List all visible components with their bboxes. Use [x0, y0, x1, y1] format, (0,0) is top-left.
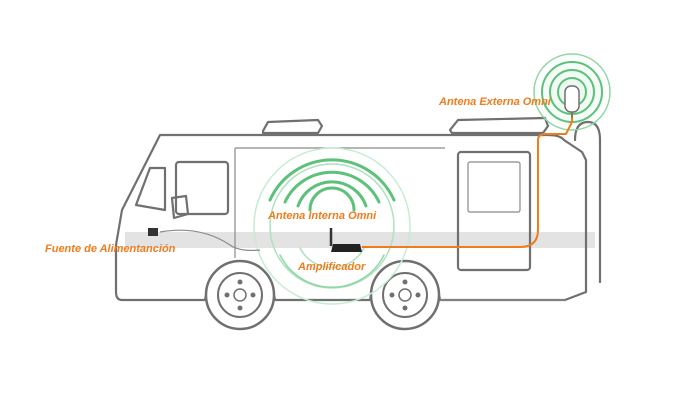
amplifier-label: Amplificador — [297, 261, 366, 273]
amplifier-icon — [331, 244, 362, 252]
external-antenna-label: Antena Externa Omni — [438, 96, 552, 108]
rv-side-stripe — [125, 232, 595, 248]
power-plug-icon — [148, 228, 158, 236]
internal-signal-rings — [253, 147, 411, 305]
front-wheel — [204, 259, 276, 331]
power-supply-label: Fuente de Alimentanción — [45, 243, 176, 255]
internal-antenna-label: Antena Interna Omni — [267, 210, 377, 222]
coax-cable — [362, 112, 573, 248]
external-antenna-icon — [564, 85, 580, 118]
rear-wheel — [369, 259, 441, 331]
power-cable — [159, 229, 261, 252]
